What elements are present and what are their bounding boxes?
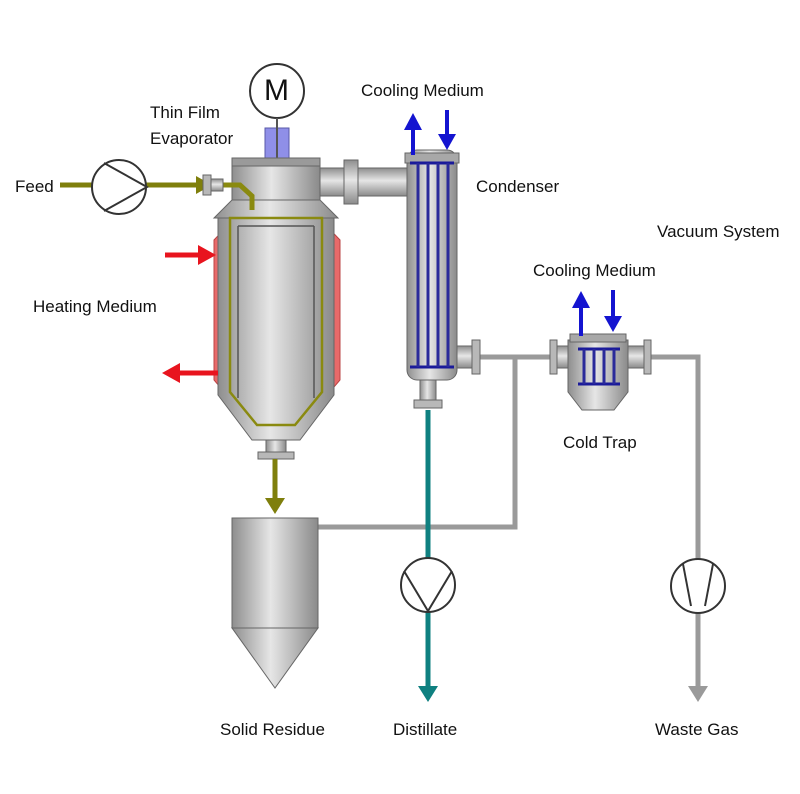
evaporator (212, 157, 341, 460)
feed-pump-icon (91, 159, 150, 215)
heating-medium-label: Heating Medium (33, 297, 157, 316)
trap-cooling-out-arrow (572, 291, 590, 336)
condenser (404, 149, 481, 409)
vacuum-pump-icon (670, 558, 726, 614)
condenser-cooling-out-arrow (404, 113, 422, 155)
distillate-pump-icon (400, 557, 456, 613)
condenser-cooling-in-arrow (438, 110, 456, 150)
cold-trap-vessel (549, 333, 652, 411)
trap-cooling-medium-label: Cooling Medium (533, 261, 656, 280)
evaporator-label-line2: Evaporator (150, 129, 234, 148)
distillate-label: Distillate (393, 720, 458, 739)
condenser-cooling-medium-label: Cooling Medium (361, 81, 484, 100)
vacuum-system-label: Vacuum System (657, 222, 780, 241)
waste-gas-label: Waste Gas (655, 720, 739, 739)
feed-line (60, 174, 224, 196)
heating-out-arrow (162, 363, 218, 383)
waste-gas-arrow (688, 686, 708, 702)
condenser-label: Condenser (476, 177, 560, 196)
evaporator-label-line1: Thin Film (150, 103, 220, 122)
vapor-pipe (319, 159, 409, 205)
trap-cooling-in-arrow (604, 290, 622, 332)
vacuum-lines (318, 354, 701, 688)
cold-trap-label: Cold Trap (563, 433, 637, 452)
residue-vessel (231, 517, 319, 689)
feed-label: Feed (15, 177, 54, 196)
distillate-line (418, 410, 438, 702)
heating-in-arrow (165, 245, 216, 265)
residue-flow-arrow (265, 459, 285, 514)
motor-label: M (264, 74, 289, 107)
solid-residue-label: Solid Residue (220, 720, 325, 739)
